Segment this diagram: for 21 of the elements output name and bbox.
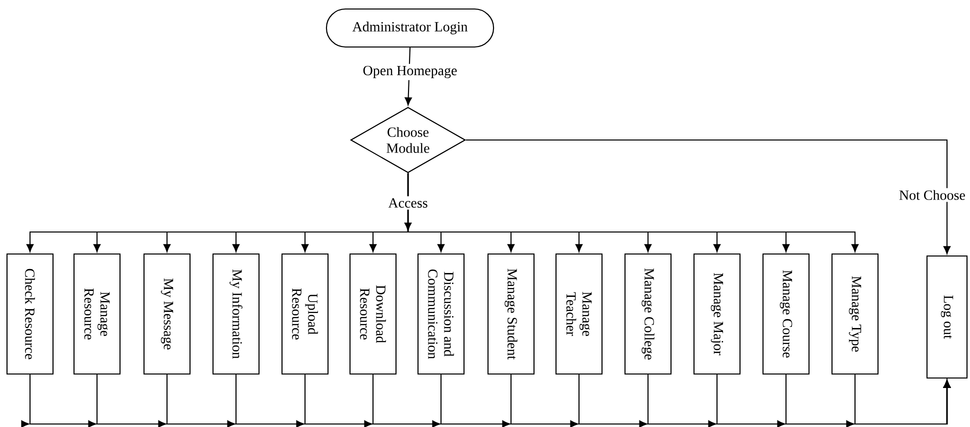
process-box: Manage Type (831, 253, 879, 375)
arrow (846, 374, 951, 427)
process-box: Manage Teacher (555, 253, 603, 375)
process-box: My Information (212, 253, 260, 375)
arrow (404, 173, 412, 231)
process-box: Discussion and Communication (417, 253, 465, 375)
edge-label: Access (386, 196, 430, 210)
start-terminal: Administrator Login (326, 8, 494, 48)
process-box: Manage College (624, 253, 672, 375)
edge-label: Not Choose (896, 188, 968, 202)
process-box: Download Resource (349, 253, 397, 375)
process-box: Manage Resource (73, 253, 121, 375)
process-box: Check Resource (6, 253, 54, 375)
process-box: Log out (926, 255, 968, 379)
process-box: Manage Major (693, 253, 741, 375)
process-box: My Message (143, 253, 191, 375)
edge-label: Open Homepage (360, 64, 460, 80)
process-box: Manage Course (762, 253, 810, 375)
process-box: Upload Resource (281, 253, 329, 375)
process-box: Manage Student (487, 253, 535, 375)
arrow (466, 139, 951, 254)
